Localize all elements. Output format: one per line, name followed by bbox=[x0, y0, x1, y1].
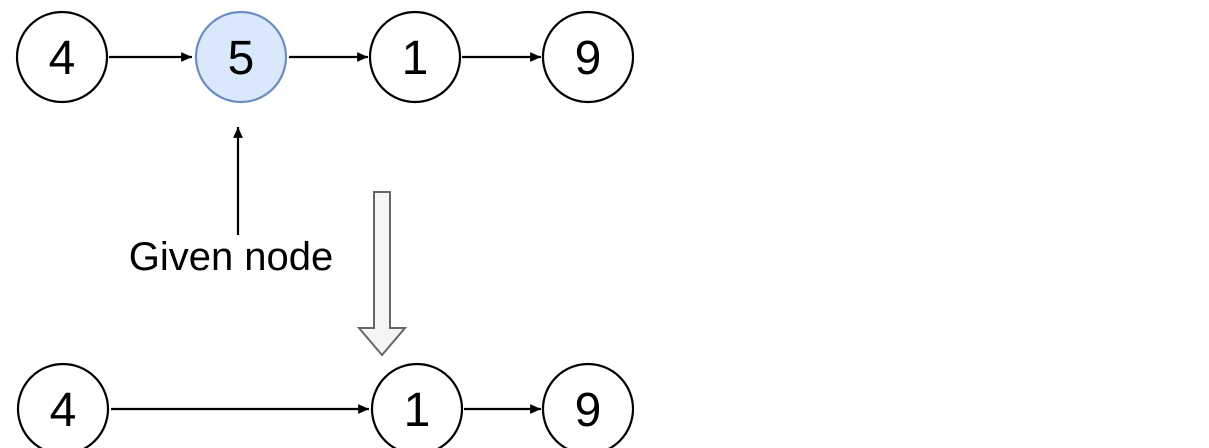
node-circle bbox=[15, 10, 109, 104]
annotation-label: Given node bbox=[129, 235, 334, 279]
node-value: 4 bbox=[49, 32, 76, 85]
node-value: 1 bbox=[402, 32, 429, 85]
node-circle bbox=[541, 362, 635, 448]
node-circle bbox=[541, 10, 635, 104]
before-list: 4 5 1 9 bbox=[15, 10, 635, 104]
after-list: 4 1 9 bbox=[16, 362, 635, 448]
node-value: 1 bbox=[404, 384, 431, 437]
transform-down-arrow bbox=[356, 191, 408, 357]
node-value: 9 bbox=[575, 384, 602, 437]
node-value: 9 bbox=[575, 32, 602, 85]
node-value: 5 bbox=[228, 32, 255, 85]
node-circle bbox=[16, 362, 110, 448]
node-circle bbox=[368, 10, 462, 104]
given-node-annotation: Given node bbox=[129, 126, 334, 279]
node-value: 4 bbox=[50, 384, 77, 437]
node-circle-highlighted bbox=[194, 10, 288, 104]
node-circle bbox=[370, 362, 464, 448]
